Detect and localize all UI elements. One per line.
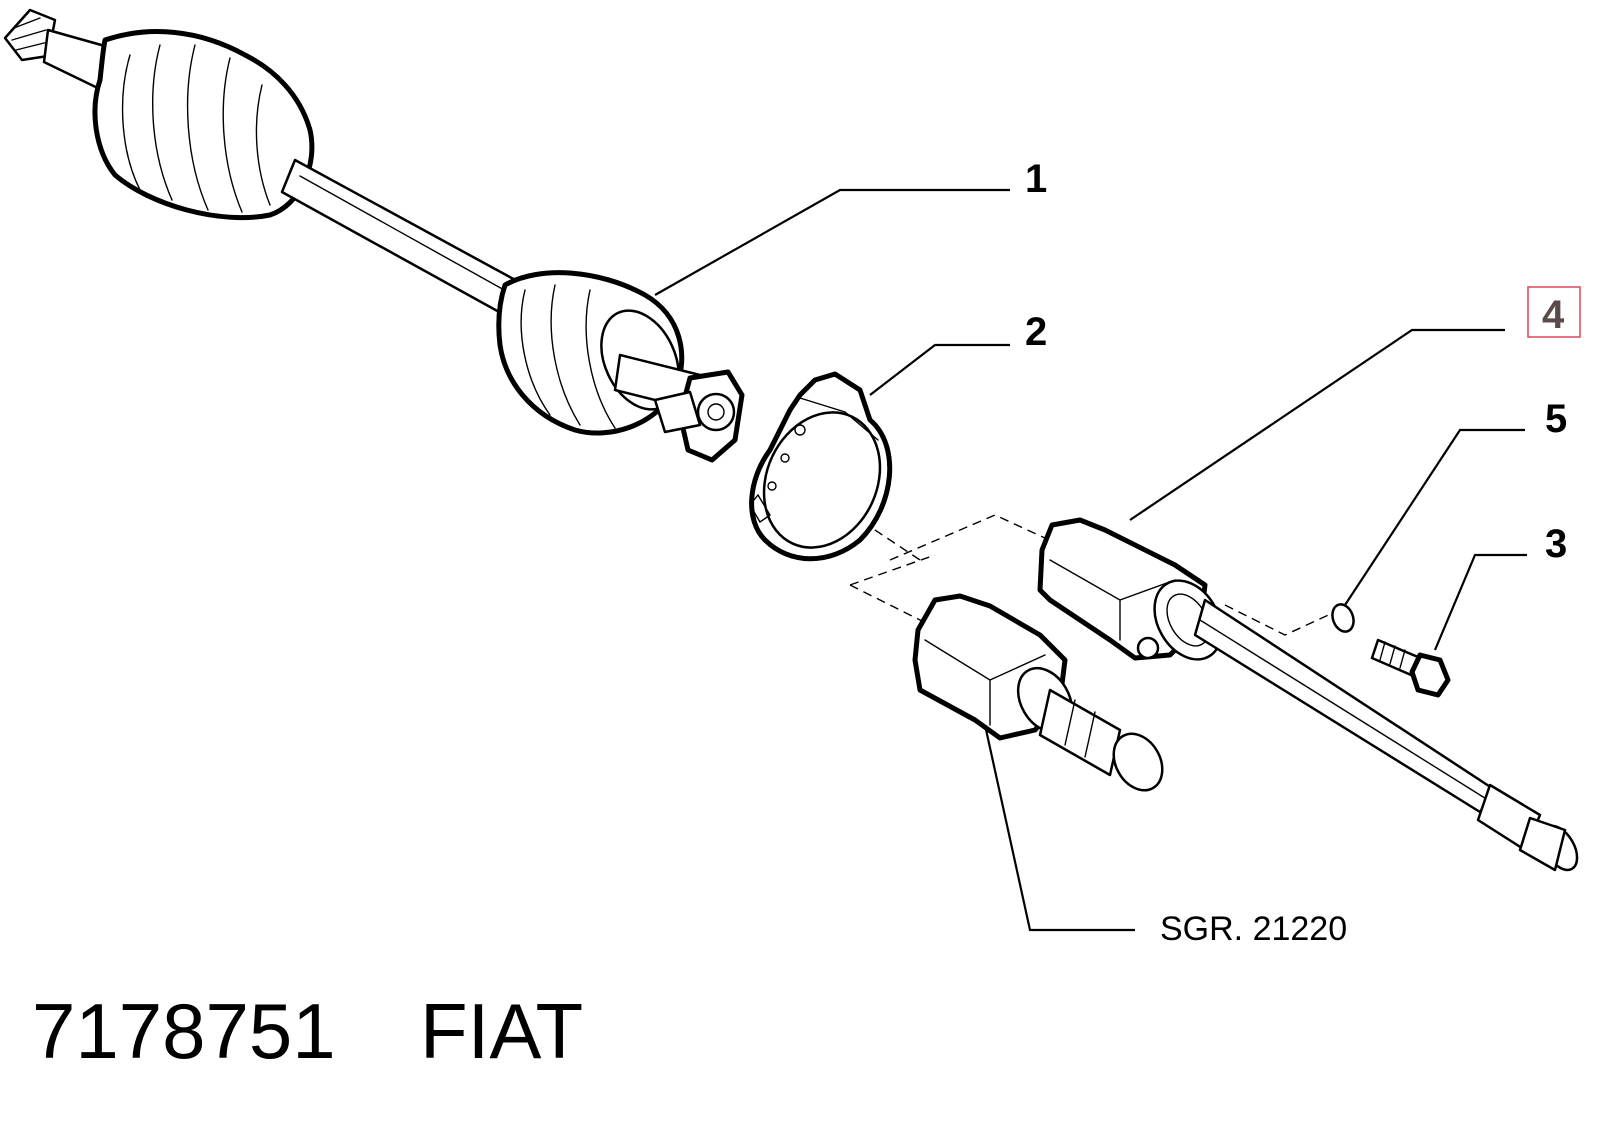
- bolt: [1370, 638, 1451, 698]
- clamp-ring: [749, 371, 893, 562]
- leader-lines: [654, 188, 1527, 932]
- inner-joint-shaft: [1037, 517, 1579, 872]
- assembly-guide-lines: [799, 479, 1336, 636]
- callout-4-highlight-box: [1527, 286, 1581, 338]
- callout-3: 3: [1545, 522, 1567, 566]
- washer: [1331, 603, 1355, 633]
- callout-2: 2: [1025, 310, 1047, 354]
- joint-housing-reference: [912, 593, 1164, 792]
- drive-shaft-assembly: [3, 8, 745, 463]
- callout-1: 1: [1025, 157, 1047, 201]
- sgr-reference-label: SGR. 21220: [1160, 910, 1347, 948]
- brand-name: FIAT: [420, 987, 583, 1075]
- callout-4: 4: [1542, 293, 1565, 337]
- part-number: 7178751: [32, 987, 336, 1075]
- callout-5: 5: [1545, 397, 1567, 441]
